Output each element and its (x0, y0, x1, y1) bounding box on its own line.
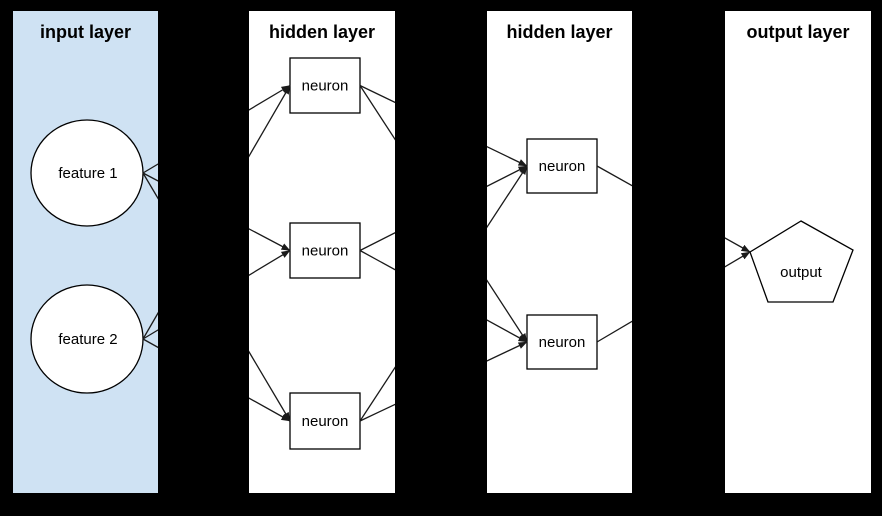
hidden-layer-2-panel (487, 11, 632, 493)
feature-2-label: feature 2 (58, 331, 117, 348)
input-layer-panel (13, 11, 158, 493)
output-node (749, 220, 854, 303)
hidden2-neuron-2-node (526, 314, 598, 370)
feature-1-label: feature 1 (58, 165, 117, 182)
hidden1-neuron-2-label: neuron (302, 243, 349, 260)
input-layer-title: input layer (40, 22, 131, 42)
hidden1-neuron-3-label: neuron (302, 413, 349, 430)
hidden1-neuron-3-node (289, 392, 361, 450)
hidden1-neuron-1-label: neuron (302, 78, 349, 95)
output-label: output (780, 264, 823, 281)
hidden-layer-2-title: hidden layer (506, 22, 612, 42)
hidden2-neuron-2-label: neuron (539, 334, 586, 351)
output-layer-title: output layer (746, 22, 849, 42)
hidden2-neuron-1-node (526, 138, 598, 194)
hidden2-neuron-1-label: neuron (539, 158, 586, 175)
hidden-layer-1-title: hidden layer (269, 22, 375, 42)
